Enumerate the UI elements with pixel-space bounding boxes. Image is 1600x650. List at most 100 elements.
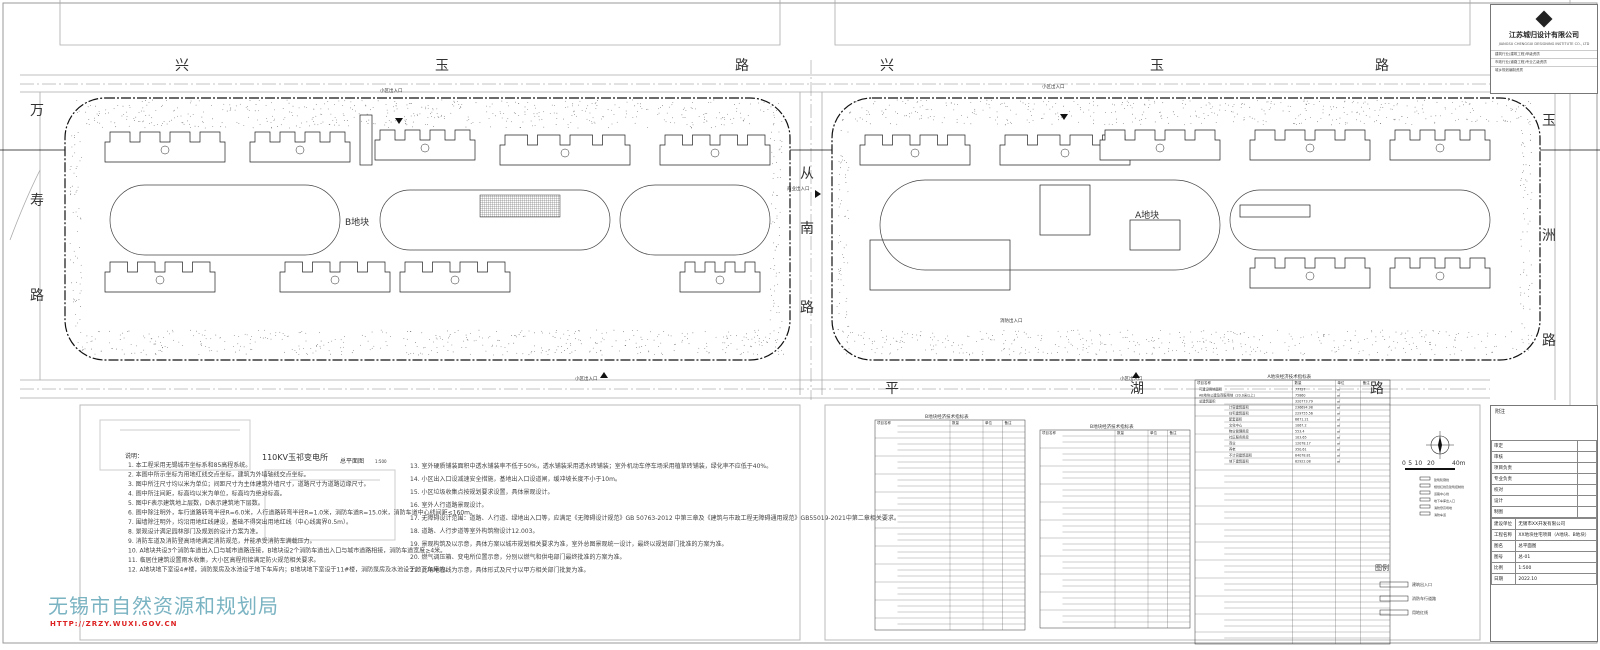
hatch-dot (959, 353, 960, 354)
hatch-dot (1030, 111, 1031, 112)
hatch-dot (420, 353, 421, 354)
hatch-dot (425, 124, 426, 125)
hatch-dot (866, 114, 867, 115)
hatch-dot (838, 329, 839, 330)
hatch-dot (917, 340, 918, 341)
hatch-dot (773, 192, 774, 193)
hatch-dot (299, 346, 300, 347)
hatch-dot (217, 351, 218, 352)
hatch-dot (1520, 295, 1521, 296)
hatch-dot (492, 345, 493, 346)
hatch-dot (846, 301, 847, 302)
hatch-dot (1270, 108, 1271, 109)
hatch-dot (647, 127, 648, 128)
hatch-dot (422, 354, 423, 355)
hatch-dot (1003, 349, 1004, 350)
hatch-dot (921, 100, 922, 101)
hatch-dot (79, 111, 80, 112)
hatch-dot (774, 291, 775, 292)
hatch-dot (568, 124, 569, 125)
hatch-dot (1438, 333, 1439, 334)
hatch-dot (1413, 343, 1414, 344)
hatch-dot (486, 351, 487, 352)
notes-heading: 说明： (125, 452, 143, 460)
hatch-dot (1160, 330, 1161, 331)
hatch-dot (685, 336, 686, 337)
hatch-dot (1214, 113, 1215, 114)
hatch-dot (601, 341, 602, 342)
hatch-dot (889, 105, 890, 106)
hatch-dot (224, 349, 225, 350)
hatch-dot (1330, 107, 1331, 108)
hatch-dot (849, 112, 850, 113)
hatch-dot (161, 106, 162, 107)
hatch-dot (386, 332, 387, 333)
hatch-dot (202, 335, 203, 336)
hatch-dot (1219, 110, 1220, 111)
hatch-dot (1505, 120, 1506, 121)
hatch-dot (222, 109, 223, 110)
hatch-dot (1467, 337, 1468, 338)
legend-swatch (1420, 477, 1430, 480)
hatch-dot (1090, 116, 1091, 117)
hatch-dot (664, 119, 665, 120)
hatch-dot (1161, 115, 1162, 116)
hatch-dot (1303, 354, 1304, 355)
hatch-dot (1038, 349, 1039, 350)
hatch-dot (593, 117, 594, 118)
hatch-dot (1526, 349, 1527, 350)
hatch-dot (846, 182, 847, 183)
hatch-dot (838, 269, 839, 270)
hatch-dot (123, 106, 124, 107)
watermark-url[interactable]: HTTP://ZRZY.WUXI.GOV.CN (50, 620, 177, 628)
hatch-dot (201, 343, 202, 344)
hatch-dot (1214, 343, 1215, 344)
hatch-dot (518, 103, 519, 104)
hatch-dot (585, 111, 586, 112)
sign-role: 审核 (1492, 452, 1578, 463)
hatch-dot (431, 350, 432, 351)
hatch-dot (1331, 109, 1332, 110)
hatch-dot (1206, 347, 1207, 348)
hatch-dot (606, 332, 607, 333)
hatch-dot (319, 332, 320, 333)
hatch-dot (991, 100, 992, 101)
hatch-dot (539, 119, 540, 120)
hatch-dot (727, 338, 728, 339)
hatch-dot (856, 101, 857, 102)
hatch-dot (250, 339, 251, 340)
hatch-dot (1047, 353, 1048, 354)
hatch-dot (83, 349, 84, 350)
road-label: 路 (1375, 58, 1389, 74)
hatch-dot (775, 250, 776, 251)
hatch-dot (1041, 340, 1042, 341)
hatch-dot (560, 338, 561, 339)
hatch-dot (1506, 105, 1507, 106)
hatch-dot (523, 122, 524, 123)
hatch-dot (470, 354, 471, 355)
hatch-dot (1125, 337, 1126, 338)
hatch-dot (704, 348, 705, 349)
hatch-dot (1152, 354, 1153, 355)
hatch-dot (80, 141, 81, 142)
hatch-dot (668, 335, 669, 336)
hatch-dot (127, 331, 128, 332)
hatch-dot (1405, 333, 1406, 334)
company-name-en: JIANGSU CHENGGUI DESIGNING INSTITUTE CO.… (1491, 42, 1597, 46)
hatch-dot (635, 123, 636, 124)
hatch-dot (162, 347, 163, 348)
hatch-dot (1142, 114, 1143, 115)
hatch-dot (1139, 354, 1140, 355)
hatch-dot (295, 350, 296, 351)
hatch-dot (957, 104, 958, 105)
hatch-dot (70, 260, 71, 261)
hatch-dot (502, 354, 503, 355)
hatch-dot (970, 102, 971, 103)
hatch-dot (139, 112, 140, 113)
road-label: 南 (800, 221, 814, 237)
hatch-dot (1192, 347, 1193, 348)
hatch-dot (1102, 343, 1103, 344)
hatch-dot (572, 103, 573, 104)
hatch-dot (74, 144, 75, 145)
hatch-dot (1318, 337, 1319, 338)
